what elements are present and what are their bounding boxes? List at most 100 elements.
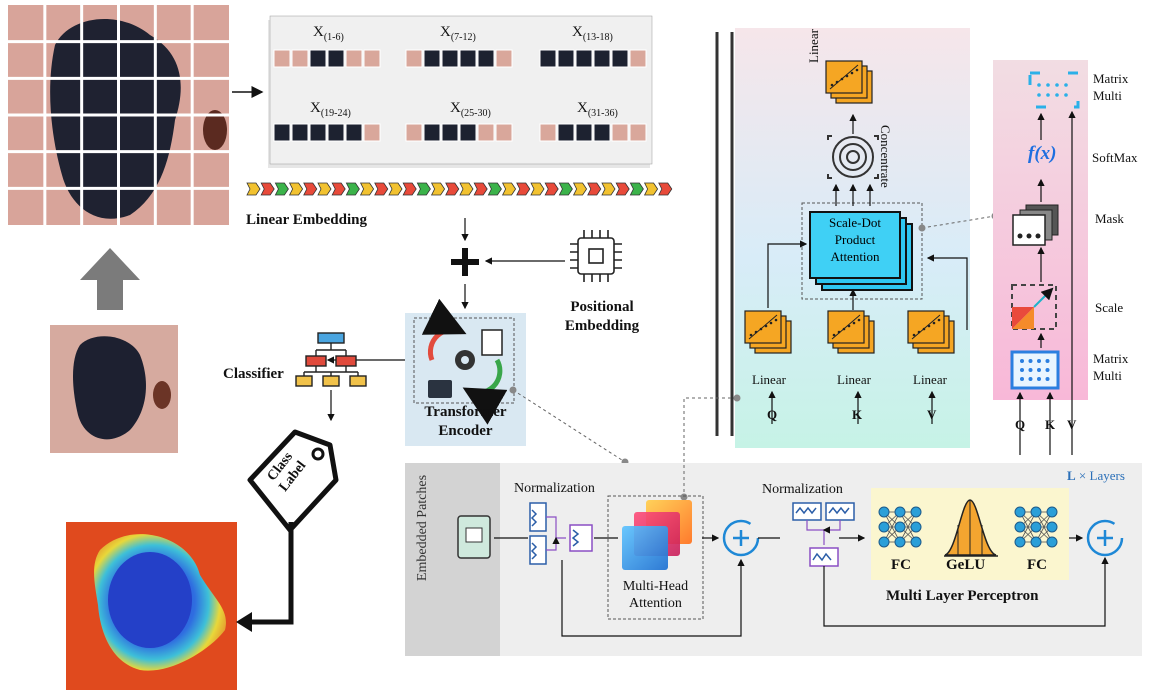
patch-tile <box>459 123 477 142</box>
linear-top-icon <box>825 60 873 104</box>
lesion-grid-image <box>8 5 229 225</box>
classifier-tree-icon <box>295 332 367 387</box>
multi-head-attention-block <box>607 495 704 620</box>
token-chevron <box>629 182 644 196</box>
linear-k-icon <box>827 310 875 354</box>
patch-group-label-4: X(19-24) <box>310 100 351 119</box>
token-chevron <box>587 182 602 196</box>
patch-tile <box>291 123 309 142</box>
mask-q-label: Q <box>1015 417 1026 432</box>
patch-tile <box>291 49 309 68</box>
token-chevron <box>544 182 559 196</box>
patch-tile <box>539 49 557 68</box>
patch-group-label-6: X(31-36) <box>577 100 618 119</box>
softmax-label: SoftMax <box>1092 150 1138 165</box>
patches-panel <box>268 15 653 168</box>
q-input-label: Q <box>767 407 778 422</box>
patch-tile <box>477 123 495 142</box>
token-chevron <box>643 182 659 196</box>
token-chevron <box>459 182 474 196</box>
patch-group-label-2: X(7-12) <box>440 24 476 43</box>
scale-label: Scale <box>1095 300 1124 315</box>
patch-tile <box>629 123 647 142</box>
patch-tile <box>309 123 327 142</box>
patch-group-label-1: X(1-6) <box>313 24 344 43</box>
patch-tile <box>575 49 593 68</box>
patch-tile <box>575 123 593 142</box>
patch-tile <box>363 49 381 68</box>
linear-q-icon <box>744 310 792 354</box>
gelu-curve-icon <box>944 499 998 557</box>
patch-tile <box>495 123 513 142</box>
mask-k-label: K <box>1045 417 1056 432</box>
concentrate-label: Concentrate <box>878 125 893 188</box>
normalization-2-label: Normalization <box>762 482 843 497</box>
patch-group-label-3: X(13-18) <box>572 24 613 43</box>
token-chevron <box>501 182 517 196</box>
upward-arrow-icon <box>80 248 140 310</box>
concentrate-target-icon <box>827 135 879 179</box>
softmax-fx-text: f(x) <box>1028 143 1057 164</box>
token-chevron <box>317 182 332 196</box>
linear-embedding-tokens <box>246 182 673 196</box>
token-chevron <box>303 182 318 196</box>
v-input-label: V <box>927 407 937 422</box>
patch-tile <box>273 123 291 142</box>
mask-cards-icon <box>1012 204 1059 246</box>
patch-tile <box>345 49 363 68</box>
token-chevron <box>430 182 446 196</box>
embedded-patches-label: Embedded Patches <box>415 474 430 582</box>
token-chevron <box>516 182 531 196</box>
patch-tile <box>405 123 423 142</box>
patch-tile <box>345 123 363 142</box>
token-chevron <box>601 182 616 196</box>
top-linear-label: Linear <box>806 29 821 63</box>
patch-tile <box>441 49 459 68</box>
layers-label: L × Layers <box>1067 468 1125 483</box>
patch-group-label-5: X(25-30) <box>450 100 491 119</box>
matrix-multi-top-icon <box>1028 71 1080 109</box>
token-chevron <box>402 182 417 196</box>
linear-q-label: Linear <box>752 372 786 387</box>
patch-tile <box>459 49 477 68</box>
patch-tile <box>309 49 327 68</box>
token-chevron <box>274 182 289 196</box>
add-icon <box>451 248 479 276</box>
token-chevron <box>658 182 673 196</box>
token-chevron <box>345 182 360 196</box>
patch-tile <box>539 123 557 142</box>
patch-tile <box>423 123 441 142</box>
k-input-label: K <box>852 407 863 422</box>
mask-v-label: V <box>1067 417 1077 432</box>
patch-tile <box>273 49 291 68</box>
token-chevron <box>445 182 460 196</box>
patch-tile <box>495 49 513 68</box>
patch-tile <box>611 49 629 68</box>
patch-tile <box>611 123 629 142</box>
scale-icon <box>1011 284 1057 330</box>
mask-label: Mask <box>1095 211 1124 226</box>
patch-tile <box>363 123 381 142</box>
gelu-label: GeLU <box>946 557 986 573</box>
linear-k-label: Linear <box>837 372 871 387</box>
embedded-patches-icon <box>457 515 491 559</box>
chip-icon <box>570 230 622 282</box>
patch-tile <box>593 49 611 68</box>
scale-dot-attention-block <box>801 202 923 300</box>
residual-add-2-icon <box>1086 519 1124 557</box>
heatmap-output-image <box>66 522 237 690</box>
patch-tile <box>557 123 575 142</box>
mlp-title: Multi Layer Perceptron <box>886 588 1039 604</box>
fc-1-network-icon <box>878 506 922 548</box>
patch-tile <box>557 49 575 68</box>
fc-2-label: FC <box>1027 557 1047 573</box>
token-chevron <box>331 182 346 196</box>
linear-v-icon <box>907 310 955 354</box>
token-chevron <box>246 182 261 196</box>
token-chevron <box>487 182 502 196</box>
patch-tile <box>441 123 459 142</box>
